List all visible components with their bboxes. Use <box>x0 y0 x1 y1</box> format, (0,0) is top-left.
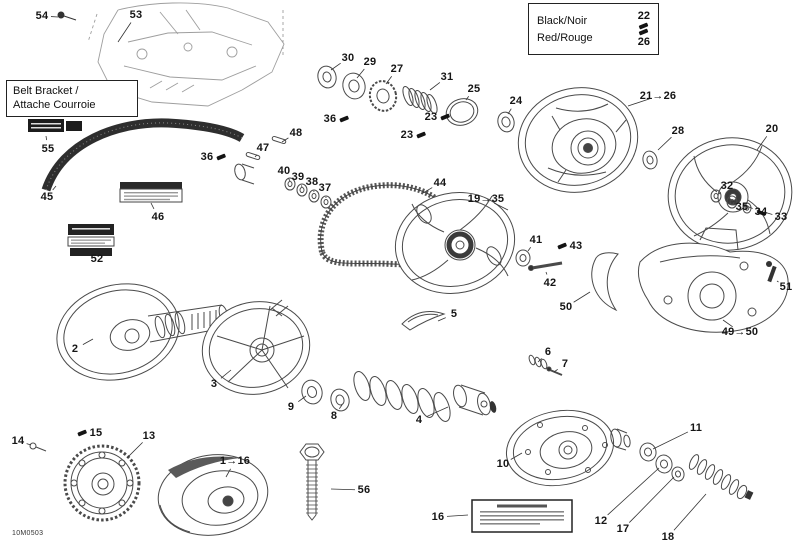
color-legend-box: Black/Noir Red/Rouge 22 26 <box>528 3 659 55</box>
top-parts <box>317 65 515 133</box>
washers-37-40 <box>284 177 332 209</box>
leader-line <box>446 514 469 517</box>
leader-line <box>427 406 449 417</box>
leader-line <box>220 369 232 379</box>
leader-line <box>330 488 356 491</box>
leader-line <box>732 200 735 203</box>
leader-line <box>627 98 650 107</box>
leader-line <box>722 319 733 328</box>
cover-10 <box>505 409 631 487</box>
spring-18 <box>688 454 754 500</box>
leader-line <box>673 493 707 531</box>
leader-line <box>545 271 548 275</box>
leader-line <box>288 178 291 182</box>
leader-line <box>629 476 675 523</box>
sheave-19-35 <box>394 192 516 294</box>
leader-line <box>338 404 343 409</box>
cone-cover-1-16 <box>157 454 269 536</box>
pin-7 <box>546 366 563 376</box>
leader-line <box>45 135 48 141</box>
leader-line <box>150 202 155 210</box>
leader-line <box>385 76 393 85</box>
leader-line <box>298 395 307 403</box>
leader-line <box>657 136 672 151</box>
pin-14 <box>29 442 47 452</box>
leader-line <box>254 154 258 158</box>
leader-line <box>356 68 365 79</box>
drawing-code: 10M0503 <box>12 530 44 537</box>
leader-line <box>756 136 768 151</box>
slider-shoe-5 <box>401 311 446 331</box>
washer-28 <box>642 150 658 170</box>
warning-decal-16 <box>471 499 573 533</box>
leader-line <box>465 96 470 101</box>
legend-red-label: Red/Rouge <box>537 31 593 44</box>
leader-line <box>607 467 660 516</box>
leader-line <box>652 431 689 450</box>
bolt-56 <box>299 443 325 521</box>
sheave-20 <box>667 137 793 251</box>
housing-49-50 <box>637 227 789 333</box>
leader-line <box>52 185 57 191</box>
leader-line <box>422 187 433 194</box>
leader-line <box>330 62 341 71</box>
bolt-51 <box>766 261 777 283</box>
leader-line <box>573 291 591 303</box>
leader-line <box>527 247 532 252</box>
leader-line <box>510 452 523 460</box>
decal-55 <box>28 119 82 132</box>
leader-line <box>117 22 132 43</box>
leader-line <box>776 280 779 283</box>
leader-line <box>300 185 303 188</box>
leader-line <box>553 368 558 373</box>
pin-47 <box>245 151 261 161</box>
leader-line <box>493 202 509 211</box>
leader-line <box>126 442 143 459</box>
pin-48 <box>271 135 287 145</box>
spring-6 <box>528 354 548 370</box>
washers-11-12-17 <box>639 442 685 482</box>
belt-bracket-line2: Attache Courroie <box>13 99 96 112</box>
red-bolt-icon <box>638 28 649 36</box>
leader-line <box>748 206 753 209</box>
main-spring <box>353 371 451 422</box>
leader-line <box>429 82 441 91</box>
leader-line <box>537 358 542 363</box>
leader-line <box>281 137 289 143</box>
decal-52 <box>67 224 115 256</box>
belt-bracket-line1: Belt Bracket / <box>13 85 79 97</box>
legend-black-label: Black/Noir <box>537 14 588 27</box>
leader-lines-layer <box>26 16 779 531</box>
parts-41-42 <box>515 249 563 271</box>
leader-line <box>437 317 446 322</box>
belt-bracket-label-box: Belt Bracket / Attache Courroie <box>6 80 138 117</box>
roller-4 <box>453 384 497 416</box>
leader-line <box>507 108 512 115</box>
bolt-54-part <box>57 11 77 21</box>
leader-line <box>82 338 94 345</box>
leader-line <box>26 443 32 446</box>
pulley-3 <box>201 299 311 395</box>
chassis-sketch <box>87 2 285 107</box>
callout-26: 26 <box>637 36 650 48</box>
leader-line <box>763 211 773 215</box>
leader-line <box>225 468 231 478</box>
washers-8-9 <box>301 379 350 412</box>
belt-45 <box>41 118 245 192</box>
callout-22: 22 <box>637 10 650 22</box>
decal-46 <box>119 182 183 203</box>
governor-arm-50 <box>591 252 619 312</box>
leader-line <box>718 192 721 195</box>
ring-gear-13 <box>63 444 141 522</box>
sheave-21-26 <box>517 87 639 193</box>
roller-36-area <box>234 163 255 185</box>
